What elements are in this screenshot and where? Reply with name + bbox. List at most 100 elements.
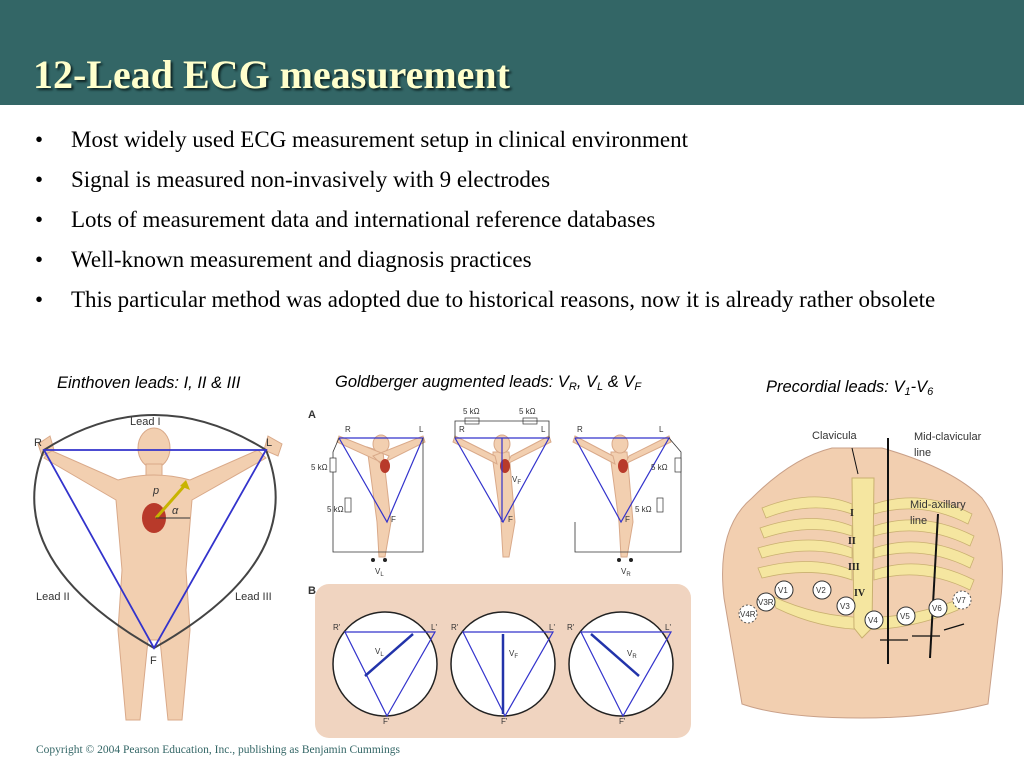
svg-text:L': L' [665,623,671,632]
precordial-figure: Clavicula Mid-clavicular line Mid-axilla… [722,430,1003,719]
spacing-arrows [880,623,965,641]
mid-axillary-line [929,513,939,659]
bullet-text: Signal is measured non-invasively with 9… [71,167,551,192]
bullet-text: This particular method was adopted due t… [71,287,936,312]
lead-i-label: Lead I [130,416,161,428]
svg-text:F': F' [383,717,390,726]
electrode-v3: V3 [836,596,856,616]
circle-vr: R' L' F' VR [567,611,674,726]
svg-text:F': F' [501,717,508,726]
caption-precordial: Precordial leads: V1-V6 [766,378,934,398]
electrode-v5: V5 [896,606,916,626]
rib-label: I [850,508,854,519]
electrode-v4r: V4R [738,604,758,624]
svg-text:R': R' [451,623,459,632]
svg-text:L': L' [549,623,555,632]
electrode-v1: V1 [774,580,794,600]
rib-label: IV [854,588,866,599]
figure-vf: 5 kΩ 5 kΩ R L F VF [452,407,552,558]
svg-text:V3: V3 [840,602,850,611]
mid-axillary-label-2: line [910,515,927,527]
figure-vl: R L F 5 kΩ 5 kΩ VL [311,425,426,578]
svg-text:VR: VR [621,567,631,578]
left-hand [263,435,283,457]
svg-text:VF: VF [512,475,521,486]
mid-clavicular-label-2: line [914,447,931,459]
svg-text:L': L' [431,623,437,632]
lead-iii-label: Lead III [235,591,272,603]
bullet-text: Lots of measurement data and internation… [71,207,656,232]
title-bar: 12-Lead ECG measurement [0,0,1024,105]
svg-text:V6: V6 [932,604,942,613]
svg-text:F: F [391,515,396,524]
svg-text:V7: V7 [956,596,966,605]
electrode-r-label: R [34,437,42,449]
svg-text:V3R: V3R [758,598,774,607]
bullet-item: • Most widely used ECG measurement setup … [35,126,995,154]
bullet-item: • Signal is measured non-invasively with … [35,166,995,194]
mid-clavicular-label: Mid-clavicular [914,431,982,443]
einthoven-triangle [42,449,268,650]
svg-text:V4R: V4R [740,610,756,619]
svg-text:R: R [459,425,465,434]
svg-text:L: L [541,425,546,434]
rib-cage [757,496,975,630]
svg-text:VR: VR [627,649,637,660]
panel-a-label: A [308,409,316,421]
arrow-head-icon [180,480,190,490]
electrode-v2: V2 [812,580,832,600]
bullet-dot: • [35,167,44,192]
rib-label: II [848,536,856,547]
lead-ii-label: Lead II [36,591,70,603]
heart-vector [154,483,188,519]
bullet-text: Well-known measurement and diagnosis pra… [71,247,532,272]
svg-text:5 kΩ: 5 kΩ [635,505,652,514]
svg-text:5 kΩ: 5 kΩ [327,505,344,514]
bullet-list: • Most widely used ECG measurement setup … [35,126,995,326]
svg-text:L: L [659,425,664,434]
lead-arc [33,414,277,650]
svg-text:VF: VF [509,649,518,660]
svg-text:VL: VL [375,647,384,658]
bullet-text: Most widely used ECG measurement setup i… [71,127,689,152]
bullet-dot: • [35,247,44,272]
svg-text:L: L [419,425,424,434]
svg-text:V5: V5 [900,612,910,621]
clavicula-label: Clavicula [812,430,858,442]
svg-text:V1: V1 [778,586,788,595]
svg-text:F: F [625,515,630,524]
einthoven-figure: p α Lead I Lead II Lead III R L F [33,414,283,721]
circle-vl: R' L' F' VL [332,611,438,726]
bullet-dot: • [35,127,44,152]
mid-axillary-label: Mid-axillary [910,499,966,511]
rib-label: III [848,562,860,573]
figure-vr: R L F 5 kΩ 5 kΩ VR [572,425,682,578]
electrode-v7: V7 [952,590,972,610]
svg-text:R: R [345,425,351,434]
svg-text:F: F [508,515,513,524]
bullet-item: • This particular method was adopted due … [35,286,995,314]
bullet-dot: • [35,287,44,312]
svg-text:R: R [577,425,583,434]
bullet-dot: • [35,207,44,232]
electrode-v3r: V3R [756,592,776,612]
svg-text:F': F' [619,717,626,726]
caption-goldberger: Goldberger augmented leads: VR, VL & VF [335,373,642,393]
svg-text:R': R' [567,623,575,632]
panel-b-label: B [308,585,316,597]
electrode-v6: V6 [928,598,948,618]
bullet-item: • Well-known measurement and diagnosis pr… [35,246,995,274]
caption-einthoven: Einthoven leads: I, II & III [57,374,241,392]
svg-text:R': R' [333,623,341,632]
svg-text:V4: V4 [868,616,878,625]
electrode-l-label: L [266,437,272,449]
circle-vf: R' L' F' VF [450,611,556,726]
body-silhouette [43,427,267,721]
electrode-v4: V4 [864,610,884,630]
clavicula-pointer [851,447,859,475]
vector-label: p [152,485,159,497]
svg-text:V2: V2 [816,586,826,595]
slide-title: 12-Lead ECG measurement [33,52,510,97]
goldberger-figure: A B R L F 5 kΩ 5 kΩ VL 5 kΩ 5 kΩ R L F V… [308,407,691,738]
svg-text:VL: VL [375,567,384,578]
